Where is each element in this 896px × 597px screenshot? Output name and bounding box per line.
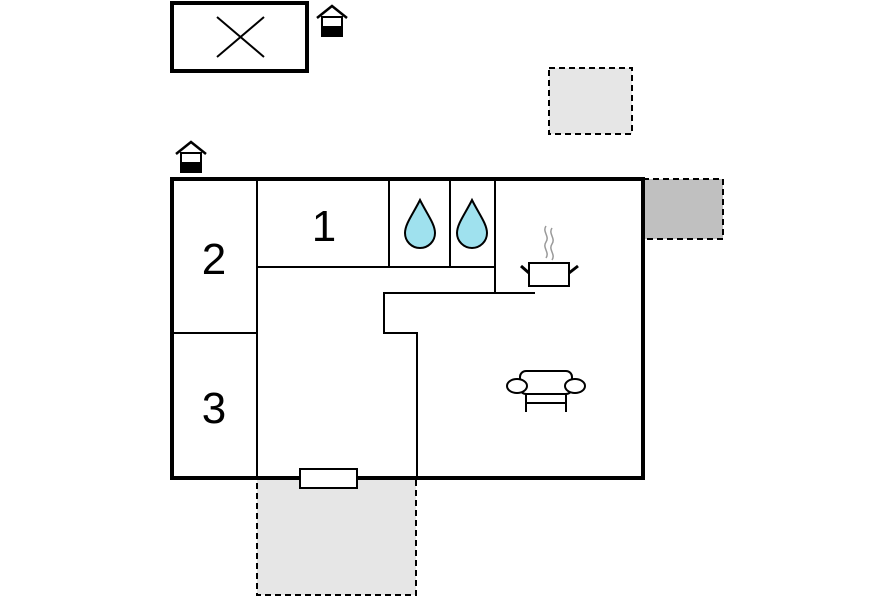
interior-walls xyxy=(172,179,535,478)
water-drop-icon xyxy=(455,197,489,249)
house-icon xyxy=(316,4,348,37)
room-2-label: 2 xyxy=(202,235,226,284)
house-icon xyxy=(175,140,207,173)
room-1-label: 1 xyxy=(312,202,336,251)
room-3-label: 3 xyxy=(202,384,226,433)
terrace-right xyxy=(642,178,724,240)
water-drop-icon xyxy=(403,197,437,249)
sofa-icon xyxy=(506,370,586,412)
crossed-box-icon xyxy=(170,1,309,73)
terrace-bottom xyxy=(256,478,417,596)
door-icon xyxy=(299,468,358,489)
terrace-top-right xyxy=(548,67,633,135)
cooking-pot-icon xyxy=(520,225,579,287)
